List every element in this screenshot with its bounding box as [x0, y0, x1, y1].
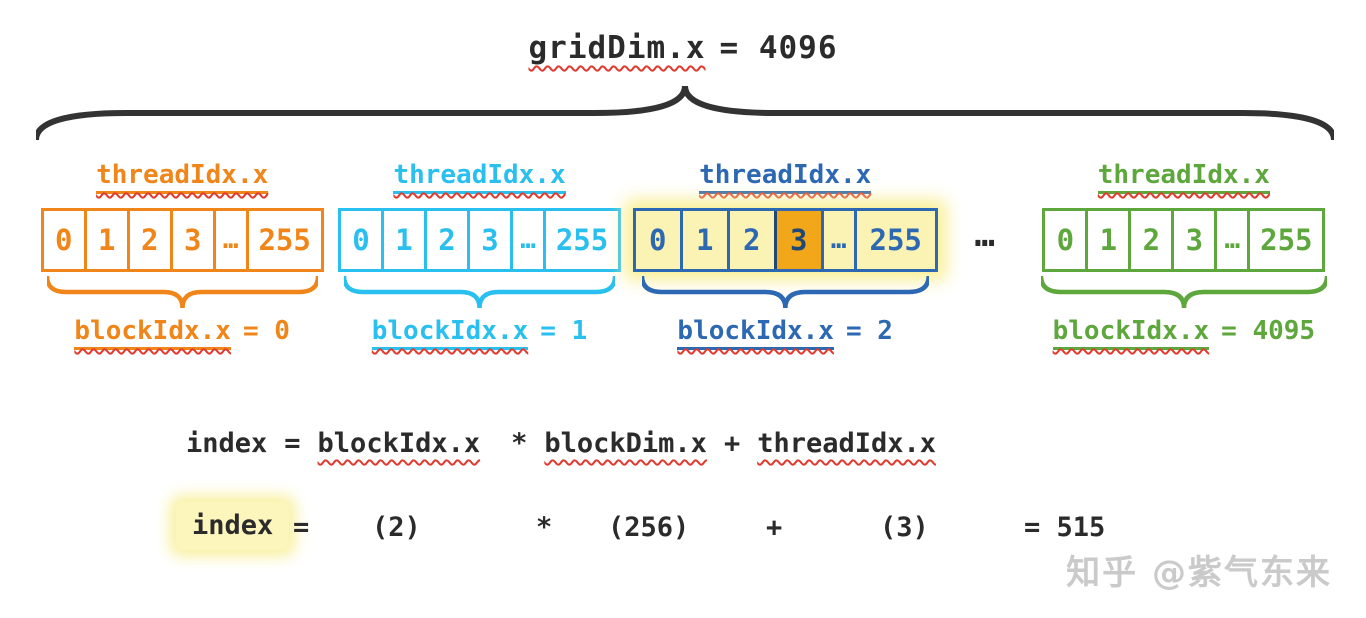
thread-idx-text: threadIdx.x	[699, 160, 872, 190]
thread-idx-text: threadIdx.x	[96, 160, 269, 190]
grid-dim-value: = 4096	[719, 30, 838, 66]
block-group-1: threadIdx.x 0 1 2 3 … 255 blockIdx.x = 1	[335, 160, 623, 350]
formula-multiply: *	[511, 428, 528, 459]
thread-cell-selected: 3	[773, 211, 821, 269]
block-idx-label: blockIdx.x = 0	[74, 316, 290, 350]
example-multiply: *	[536, 512, 553, 543]
thread-cell: 1	[1085, 211, 1129, 269]
thread-cell: 1	[83, 211, 127, 269]
thread-idx-label: threadIdx.x	[393, 160, 566, 194]
block-idx-label: blockIdx.x = 4095	[1052, 316, 1316, 350]
grid-brace	[36, 86, 1334, 140]
watermark: 知乎 @紫气东来	[1066, 553, 1332, 593]
thread-cell: 255	[543, 211, 619, 269]
thread-cells: 0 1 2 3 … 255	[338, 208, 622, 272]
thread-cells: 0 1 2 3 … 255	[40, 208, 324, 272]
thread-cell: 255	[245, 211, 321, 269]
thread-idx-text: threadIdx.x	[393, 160, 566, 190]
thread-cell-ellipsis: …	[510, 211, 544, 269]
block-brace	[1041, 276, 1327, 308]
thread-cell: 1	[381, 211, 425, 269]
thread-idx-text: threadIdx.x	[1097, 160, 1270, 190]
block-idx-value: = 2	[845, 316, 893, 346]
example-blockidx-value: (2)	[372, 512, 421, 543]
example-index-highlight: index	[176, 502, 290, 550]
thread-cell: 255	[853, 211, 935, 269]
thread-cell: 2	[424, 211, 468, 269]
thread-idx-label: threadIdx.x	[1097, 160, 1270, 194]
block-idx-text: blockIdx.x	[677, 316, 834, 346]
index-example: index = (2) * (256) + (3) = 515	[0, 498, 1366, 558]
thread-cell: 1	[679, 211, 727, 269]
block-idx-value: = 0	[242, 316, 290, 346]
formula-lhs: index	[186, 428, 268, 459]
grid-dim-title: gridDim.x = 4096	[0, 30, 1366, 66]
block-group-0: threadIdx.x 0 1 2 3 … 255 blockIdx.x = 0	[38, 160, 326, 350]
blocks-ellipsis: …	[974, 215, 995, 255]
block-idx-text: blockIdx.x	[371, 316, 529, 346]
grid-dim-expression: gridDim.x	[528, 30, 706, 66]
block-idx-label: blockIdx.x = 2	[677, 316, 893, 350]
block-idx-value: = 4095	[1221, 316, 1316, 346]
thread-cell: 0	[341, 211, 382, 269]
block-idx-value: = 1	[540, 316, 588, 346]
formula-term-blockidx: blockIdx.x	[317, 428, 481, 459]
formula-equals: =	[284, 428, 301, 459]
thread-cell-ellipsis: …	[820, 211, 854, 269]
thread-cell: 3	[1171, 211, 1215, 269]
example-equals: =	[293, 512, 310, 543]
thread-cell-ellipsis: …	[1214, 211, 1248, 269]
thread-cell-ellipsis: …	[212, 211, 246, 269]
formula-term-blockdim: blockDim.x	[544, 428, 707, 459]
example-plus: +	[766, 512, 783, 543]
thread-cell: 2	[126, 211, 170, 269]
block-brace	[47, 276, 318, 308]
block-idx-text: blockIdx.x	[74, 316, 231, 346]
example-result: = 515	[1024, 512, 1106, 543]
example-threadidx-value: (3)	[880, 512, 929, 543]
formula-plus: +	[723, 428, 741, 459]
block-idx-label: blockIdx.x = 1	[371, 316, 588, 350]
thread-cell: 0	[43, 211, 84, 269]
block-idx-text: blockIdx.x	[1052, 316, 1210, 346]
thread-idx-label: threadIdx.x	[96, 160, 269, 194]
thread-cells: 0 1 2 3 … 255	[1042, 208, 1326, 272]
thread-cells-highlighted: 0 1 2 3 … 255	[632, 208, 938, 272]
block-brace	[344, 276, 615, 308]
thread-cell: 0	[1045, 211, 1086, 269]
index-formula: index = blockIdx.x * blockDim.x + thread…	[186, 428, 936, 459]
thread-cell: 2	[1128, 211, 1172, 269]
thread-cell: 255	[1247, 211, 1323, 269]
block-group-2: threadIdx.x 0 1 2 3 … 255 blockIdx.x = 2	[632, 160, 938, 350]
block-brace	[642, 276, 929, 308]
block-group-3: threadIdx.x 0 1 2 3 … 255 blockIdx.x = 40…	[1032, 160, 1336, 350]
example-blockdim-value: (256)	[608, 512, 690, 543]
thread-cell: 0	[635, 211, 680, 269]
formula-term-threadidx: threadIdx.x	[757, 428, 937, 459]
thread-cell: 2	[726, 211, 774, 269]
thread-idx-label: threadIdx.x	[699, 160, 872, 194]
thread-cell: 3	[467, 211, 511, 269]
thread-blocks-row: threadIdx.x 0 1 2 3 … 255 blockIdx.x= 0 …	[38, 160, 1336, 350]
thread-cell: 3	[169, 211, 213, 269]
